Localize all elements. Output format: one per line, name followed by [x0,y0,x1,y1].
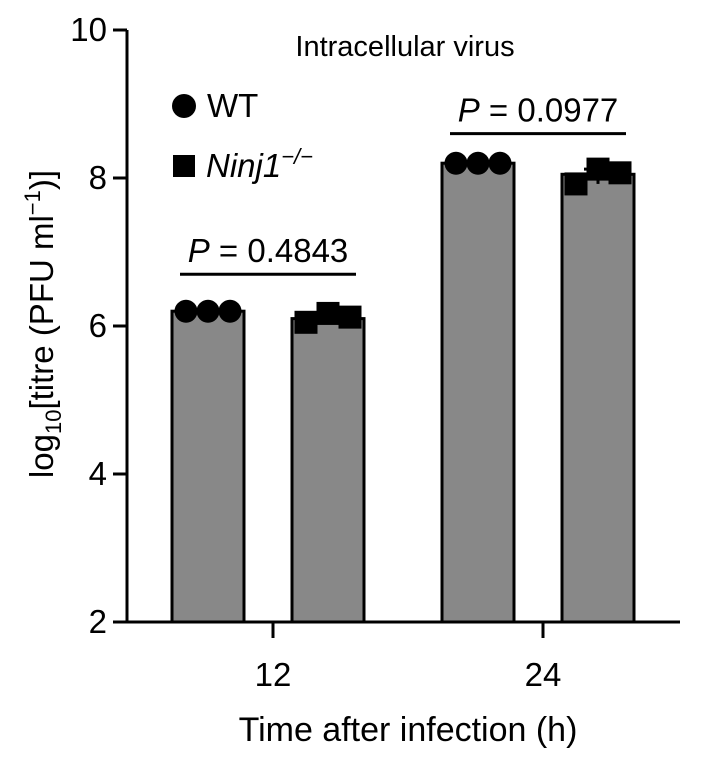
legend-marker-square [173,155,195,177]
y-tick-label: 10 [70,11,107,48]
legend-label-ninj1-superscript: −/− [281,144,313,169]
bar-square-group-0 [290,317,366,624]
y-tick-label: 6 [89,307,107,344]
data-point-square [586,157,610,181]
p-value-symbol: P [458,92,480,129]
data-point-circle [196,299,220,323]
legend-label-ninj1-name: Ninj1 [206,147,281,184]
data-point-circle [174,299,198,323]
x-tick-label: 24 [525,656,562,693]
p-value-label: P = 0.0977 [458,92,619,129]
chart-title: Intracellular virus [295,31,514,63]
p-value-symbol: P [188,232,210,269]
legend-label-ninj1: Ninj1−/− [206,144,313,184]
p-value-text: = 0.0977 [480,92,619,129]
data-point-circle [466,151,490,175]
bar-circle-group-0 [170,309,246,624]
data-point-square [294,310,318,334]
data-point-square [316,301,340,325]
legend-marker-circle [172,94,196,118]
y-axis-label: log10[titre (PFU ml−1)] [20,170,66,478]
y-tick-label: 2 [89,603,107,640]
y-axis-label-superscript: −1 [20,190,45,215]
y-axis-label-prefix: log [23,434,60,478]
data-point-square [338,305,362,329]
data-point-square [564,172,588,196]
data-point-circle [488,151,512,175]
x-axis-label: Time after infection (h) [239,711,578,749]
bar-circle-group-1 [440,161,516,624]
y-axis-label-subscript: 10 [41,410,66,434]
p-value-label: P = 0.4843 [188,232,349,269]
legend: WT Ninj1−/− [172,87,313,184]
data-point-circle [218,299,242,323]
y-tick-label: 8 [89,159,107,196]
legend-label-wt: WT [207,87,258,124]
y-axis-label-suffix: )] [23,170,60,190]
x-tick-label: 12 [255,656,292,693]
bar-square-group-1 [560,172,636,624]
p-value-text: = 0.4843 [210,232,349,269]
y-axis-label-middle: [titre (PFU ml [23,215,60,409]
data-point-circle [444,151,468,175]
data-point-square [608,161,632,185]
plot-area [170,151,636,624]
y-tick-label: 4 [89,455,107,492]
